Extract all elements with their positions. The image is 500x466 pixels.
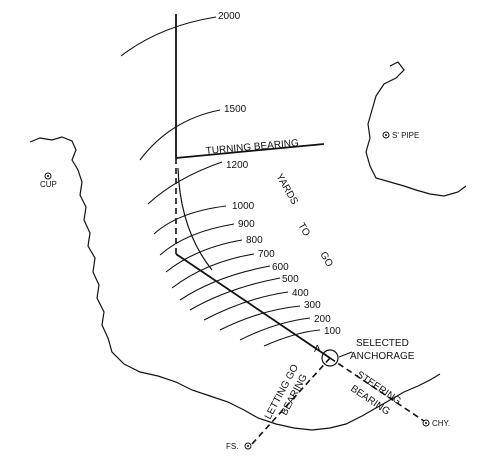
range-label-2000: 2000: [218, 11, 241, 22]
range-arc-1200: [147, 161, 223, 205]
flagstaff-label: FS.: [226, 442, 238, 451]
range-label-400: 400: [292, 288, 309, 299]
turning-bearing-line: [175, 143, 325, 159]
anchorage-circle: [321, 349, 339, 367]
chimney-icon: [422, 419, 430, 427]
coastline-right: [365, 61, 467, 197]
range-label-1500: 1500: [224, 104, 247, 115]
yards-label: YARDS: [273, 172, 300, 207]
range-arc-300: [219, 305, 301, 331]
range-label-600: 600: [272, 262, 289, 273]
range-label-500: 500: [282, 274, 299, 285]
turning-curve: [177, 167, 213, 271]
cupola-label: CUP: [40, 180, 57, 189]
go-label: GO: [317, 250, 334, 269]
range-arc-200: [239, 317, 311, 341]
anchorage-leader: [338, 351, 353, 358]
selected-label: SELECTED: [356, 338, 409, 349]
steering-bearing-line: [175, 253, 331, 359]
range-label-1200: 1200: [226, 160, 249, 171]
anchor-point-label: A: [314, 344, 321, 355]
flagstaff-icon: [244, 442, 252, 450]
range-arc-1000: [153, 205, 227, 235]
coastline-left: [29, 136, 441, 431]
range-labels: 2000 1500 1200 1000 900 800 700 600 500 …: [218, 11, 341, 337]
turning-bearing-label: TURNING BEARING: [205, 138, 299, 157]
range-label-200: 200: [314, 314, 331, 325]
standpipe-icon: [382, 131, 390, 139]
chimney-label: CHY.: [432, 419, 450, 428]
standpipe-label: S' PIPE: [392, 131, 419, 140]
range-arcs: [120, 16, 321, 347]
range-label-700: 700: [258, 249, 275, 260]
cupola-icon: [44, 172, 52, 180]
range-label-900: 900: [238, 219, 255, 230]
range-arc-100: [263, 329, 321, 347]
to-label: TO: [295, 221, 311, 239]
range-arc-2000: [120, 16, 217, 57]
steering-bearing-dashed: [329, 357, 425, 422]
range-label-800: 800: [246, 235, 263, 246]
range-label-300: 300: [304, 300, 321, 311]
range-arc-600: [179, 265, 271, 301]
range-arc-1500: [139, 109, 221, 161]
range-label-100: 100: [324, 326, 341, 337]
range-arc-900: [159, 223, 235, 256]
range-label-1000: 1000: [232, 201, 255, 212]
anchorage-label: ANCHORAGE: [350, 351, 415, 362]
